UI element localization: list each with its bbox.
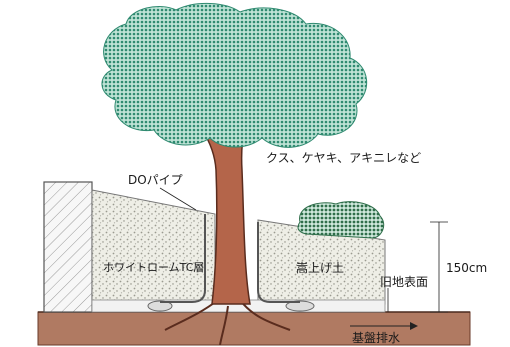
do-pipe-leader bbox=[159, 187, 197, 211]
root-zone-wall-left bbox=[160, 214, 206, 303]
old-ground-label: 旧地表面 bbox=[380, 275, 429, 289]
base-drain-label: 基盤排水 bbox=[352, 331, 401, 345]
root-zone-wall-right bbox=[257, 222, 300, 303]
species-label: クス、ケヤキ、アキニレなど bbox=[266, 151, 422, 165]
base-drain-arrowhead bbox=[410, 322, 418, 330]
hedge bbox=[297, 201, 385, 239]
mound-soil-label: 嵩上げ土 bbox=[296, 261, 345, 275]
whiteloam-tc-layer bbox=[91, 189, 216, 305]
do-pipe-label: DOパイプ bbox=[128, 173, 183, 187]
height-label: 150cm bbox=[446, 261, 488, 275]
whiteloam-label: ホワイトロームTC層 bbox=[103, 261, 205, 274]
retaining-wall bbox=[43, 181, 93, 313]
tree-canopy bbox=[101, 2, 368, 148]
ground-base bbox=[37, 311, 471, 346]
